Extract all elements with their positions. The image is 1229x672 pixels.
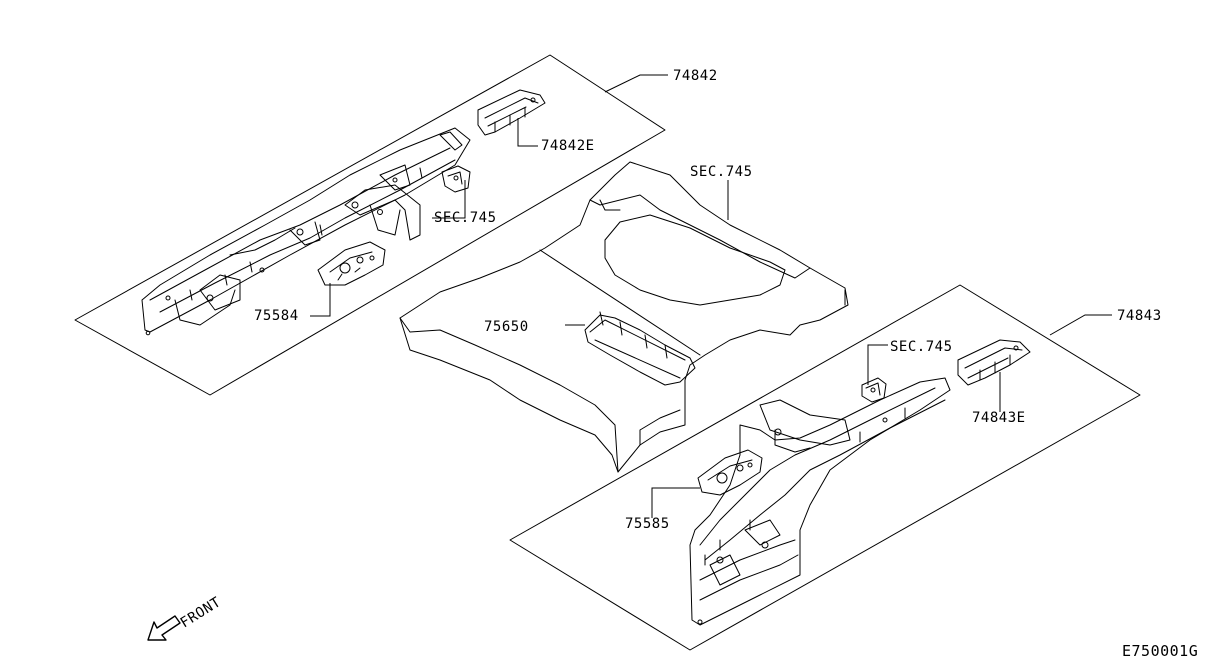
callout-75585: 75585: [625, 516, 670, 532]
diagram-code: E750001G: [1122, 642, 1198, 660]
front-direction-indicator: FRONT: [147, 594, 224, 641]
leader-lines: [310, 74, 1112, 518]
callout-74843: 74843: [1117, 308, 1162, 324]
left-rail-panel: [74, 54, 666, 396]
bracket-74843e: [957, 339, 1031, 386]
front-label: FRONT: [178, 594, 224, 631]
plate-75584: [317, 241, 386, 286]
rear-floor-panel: [399, 161, 849, 473]
right-side-member-rail: [689, 377, 951, 626]
left-side-member-rail: [141, 127, 471, 336]
bracket-sec745-right: [861, 377, 887, 403]
plate-75585: [697, 449, 763, 496]
callout-sec745-left: SEC.745: [434, 210, 497, 226]
front-arrow-icon: [147, 615, 181, 641]
callout-74842: 74842: [673, 68, 718, 84]
crossmember-75650: [584, 311, 696, 386]
callout-labels: 74842 74842E SEC.745 75584 SEC.745 75650…: [254, 68, 1162, 532]
callout-74843e: 74843E: [972, 410, 1026, 426]
callout-74842e: 74842E: [541, 138, 595, 154]
right-rail-panel: [509, 284, 1141, 651]
callout-sec745-right: SEC.745: [890, 339, 953, 355]
callout-sec745-center: SEC.745: [690, 164, 753, 180]
callout-75584: 75584: [254, 308, 299, 324]
bracket-sec745-left: [441, 165, 471, 193]
callout-75650: 75650: [484, 319, 529, 335]
bracket-74842e: [477, 89, 546, 136]
